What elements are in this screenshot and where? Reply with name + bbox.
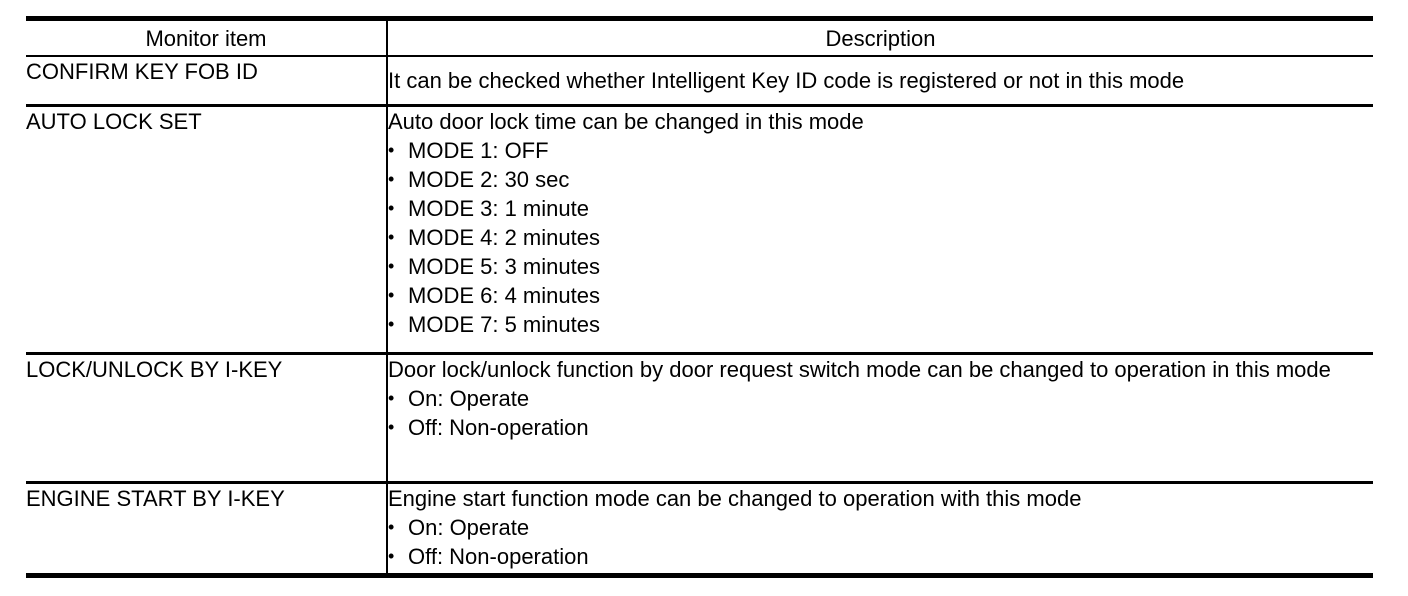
bullet-text: On: Operate	[408, 515, 530, 540]
bullet-list: • On: Operate • Off: Non-operation	[388, 513, 1373, 571]
bullet-icon: •	[388, 198, 395, 218]
description-cell: Auto door lock time can be changed in th…	[387, 105, 1373, 355]
bullet-icon: •	[388, 314, 395, 334]
monitor-item-cell: LOCK/UNLOCK BY I-KEY	[26, 353, 388, 484]
bullet-icon: •	[388, 517, 395, 537]
bullet-item: • MODE 7: 5 minutes	[388, 310, 1373, 339]
monitor-item-label: ENGINE START BY I-KEY	[26, 486, 285, 511]
table-row: ENGINE START BY I-KEY Engine start funct…	[26, 482, 1373, 576]
bullet-icon: •	[388, 256, 395, 276]
bullet-text: MODE 6: 4 minutes	[408, 283, 600, 308]
bullet-icon: •	[388, 546, 395, 566]
bullet-item: • Off: Non-operation	[388, 542, 1373, 571]
bullet-item: • MODE 4: 2 minutes	[388, 223, 1373, 252]
monitor-item-label: AUTO LOCK SET	[26, 109, 202, 134]
bullet-icon: •	[388, 140, 395, 160]
bullet-list: • On: Operate • Off: Non-operation	[388, 384, 1373, 442]
bullet-item: • MODE 5: 3 minutes	[388, 252, 1373, 281]
table-header: Monitor item Description	[26, 18, 1373, 57]
description-text: Auto door lock time can be changed in th…	[388, 109, 864, 134]
description-cell: Door lock/unlock function by door reques…	[387, 353, 1373, 484]
bullet-text: MODE 5: 3 minutes	[408, 254, 600, 279]
bullet-text: On: Operate	[408, 386, 530, 411]
description-text: Door lock/unlock function by door reques…	[388, 357, 1331, 382]
description-cell: Engine start function mode can be change…	[387, 483, 1373, 576]
bullet-icon: •	[388, 417, 395, 437]
description-cell: It can be checked whether Intelligent Ke…	[387, 56, 1373, 107]
description-text: Engine start function mode can be change…	[388, 486, 1082, 511]
bullet-icon: •	[388, 227, 395, 247]
monitor-item-cell: ENGINE START BY I-KEY	[26, 482, 388, 576]
description-text: It can be checked whether Intelligent Ke…	[388, 68, 1185, 93]
bullet-icon: •	[388, 388, 395, 408]
table-row: AUTO LOCK SET Auto door lock time can be…	[26, 105, 1373, 355]
monitor-item-cell: AUTO LOCK SET	[26, 105, 388, 355]
monitor-item-label: CONFIRM KEY FOB ID	[26, 59, 258, 84]
bullet-list: • MODE 1: OFF • MODE 2: 30 sec • MODE 3: 1 mi…	[388, 136, 1373, 339]
bullet-item: • On: Operate	[388, 384, 1373, 413]
column-header-monitor-item: Monitor item	[26, 18, 388, 57]
monitor-items-table: Monitor item Description CONFIRM KEY FOB…	[26, 16, 1373, 578]
bullet-item: • MODE 2: 30 sec	[388, 165, 1373, 194]
bullet-text: MODE 1: OFF	[408, 138, 549, 163]
bullet-text: Off: Non-operation	[408, 544, 589, 569]
table-row: LOCK/UNLOCK BY I-KEY Door lock/unlock fu…	[26, 353, 1373, 484]
bullet-item: • MODE 3: 1 minute	[388, 194, 1373, 223]
bullet-item: • MODE 1: OFF	[388, 136, 1373, 165]
bullet-item: • On: Operate	[388, 513, 1373, 542]
monitor-item-label: LOCK/UNLOCK BY I-KEY	[26, 357, 283, 382]
bullet-item: • Off: Non-operation	[388, 413, 1373, 442]
bullet-item: • MODE 6: 4 minutes	[388, 281, 1373, 310]
bullet-text: Off: Non-operation	[408, 415, 589, 440]
table-body: CONFIRM KEY FOB ID It can be checked whe…	[26, 56, 1373, 576]
bullet-text: MODE 3: 1 minute	[408, 196, 589, 221]
bullet-icon: •	[388, 169, 395, 189]
column-header-description: Description	[387, 18, 1373, 57]
bullet-text: MODE 2: 30 sec	[408, 167, 570, 192]
bullet-icon: •	[388, 285, 395, 305]
monitor-item-cell: CONFIRM KEY FOB ID	[26, 56, 388, 107]
bullet-text: MODE 7: 5 minutes	[408, 312, 600, 337]
bullet-text: MODE 4: 2 minutes	[408, 225, 600, 250]
table-row: CONFIRM KEY FOB ID It can be checked whe…	[26, 56, 1373, 107]
